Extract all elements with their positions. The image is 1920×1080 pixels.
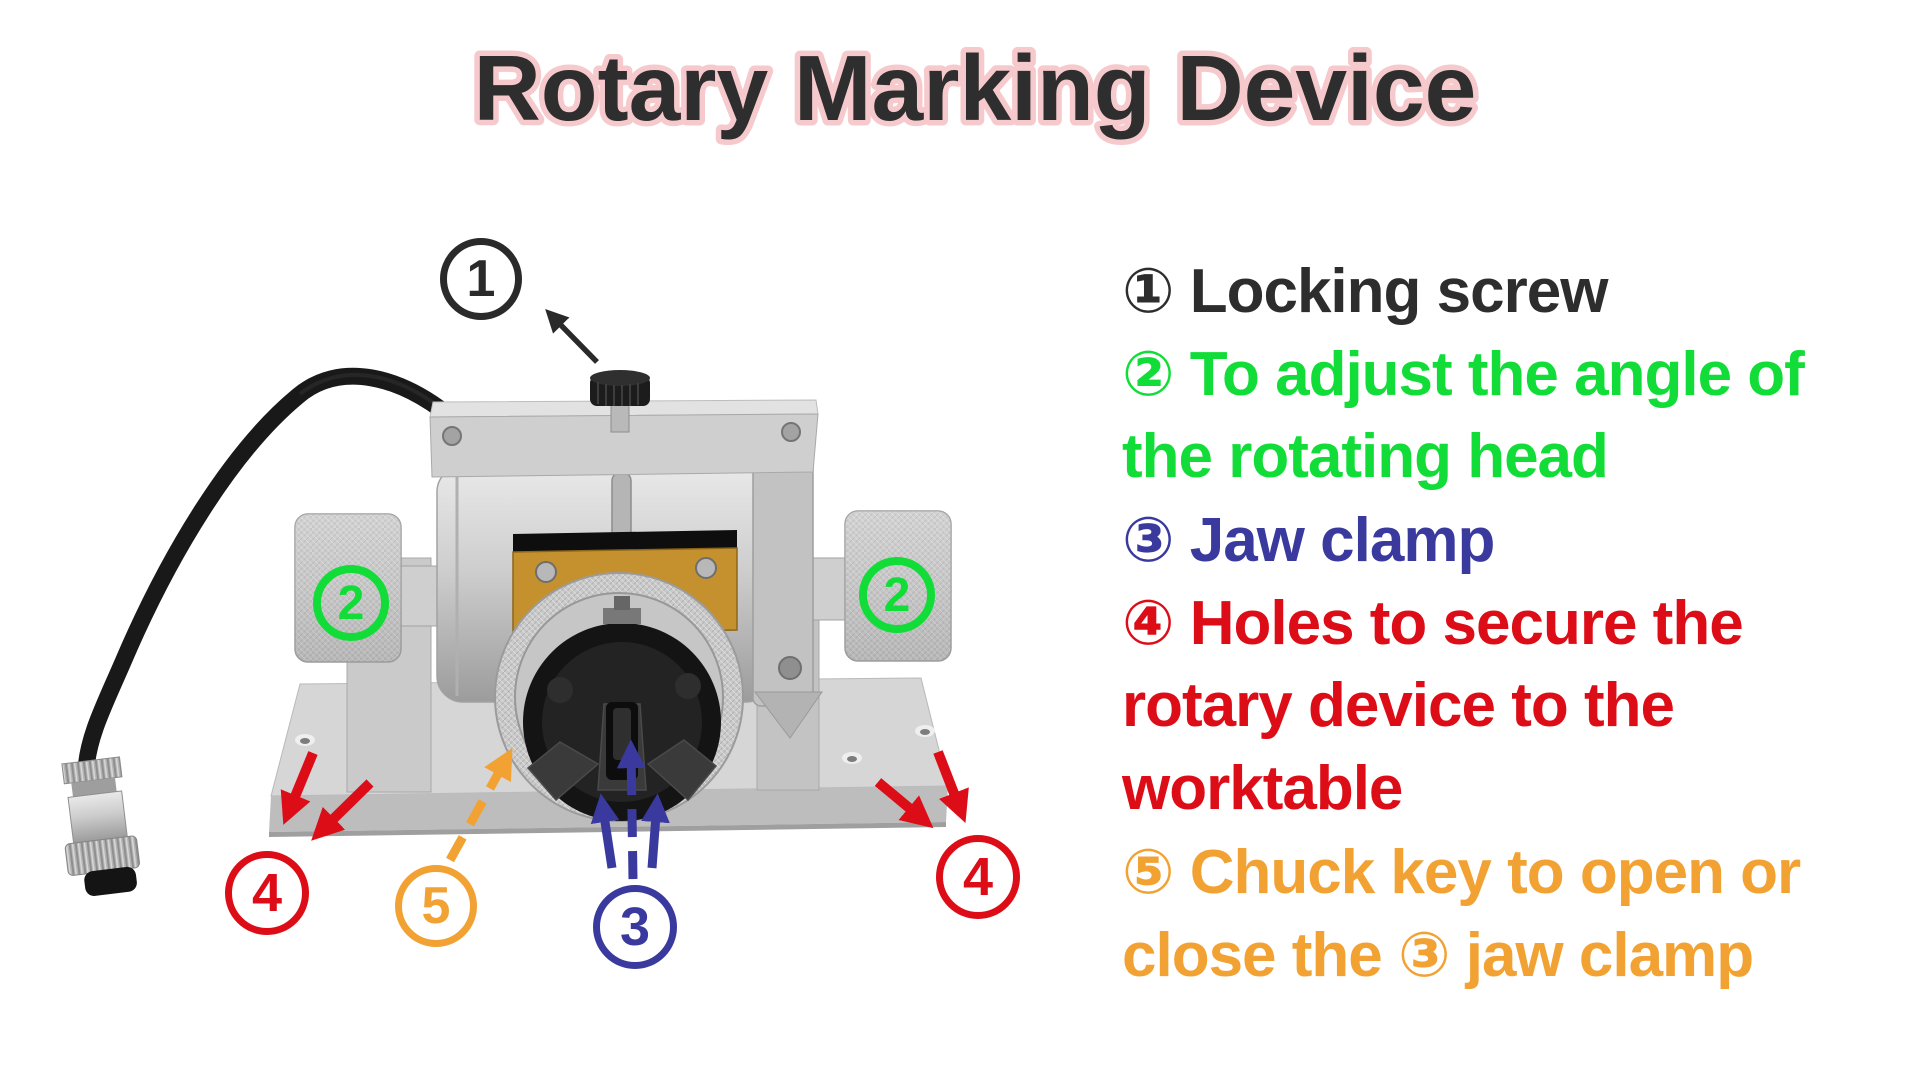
top-plate xyxy=(429,399,819,478)
callout-1-locking-screw: 1 xyxy=(440,238,522,320)
callout-3-jaw-clamp: 3 xyxy=(593,885,677,969)
callout-4-right-holes: 4 xyxy=(936,835,1020,919)
legend-line-adjust-angle-1: ② To adjust the angle of xyxy=(1122,340,1805,409)
cable-connector xyxy=(61,756,140,896)
legend-line-holes-3: worktable xyxy=(1122,754,1403,823)
jaw-clamp-chuck xyxy=(523,596,721,821)
legend-line-chuck-key-1: ⑤ Chuck key to open or xyxy=(1122,838,1801,907)
legend-line-adjust-angle-2: the rotating head xyxy=(1122,422,1609,491)
callout-1-arrow xyxy=(545,309,599,364)
callout-3-arrows xyxy=(590,739,670,880)
callout-2-left-knob: 2 xyxy=(313,565,389,641)
callout-4-left-holes: 4 xyxy=(225,851,309,935)
legend-line-holes-2: rotary device to the xyxy=(1122,671,1675,740)
legend: ① Locking screw ② To adjust the angle of… xyxy=(1122,249,1912,996)
callout-5-chuck-key: 5 xyxy=(395,865,477,947)
locking-screw xyxy=(590,370,650,433)
page-title-container: Rotary Marking Device xyxy=(468,31,1482,146)
legend-line-holes-1: ④ Holes to secure the xyxy=(1122,589,1744,658)
legend-line-locking-screw: ① Locking screw xyxy=(1122,257,1608,326)
legend-line-chuck-key-2: close the ③ jaw clamp xyxy=(1122,921,1754,990)
callout-4-arrows xyxy=(280,750,969,841)
callout-5-arrow xyxy=(446,747,513,863)
callout-2-right-knob: 2 xyxy=(859,557,935,633)
page-title: Rotary Marking Device xyxy=(474,36,1477,140)
legend-line-jaw-clamp: ③ Jaw clamp xyxy=(1122,506,1495,575)
